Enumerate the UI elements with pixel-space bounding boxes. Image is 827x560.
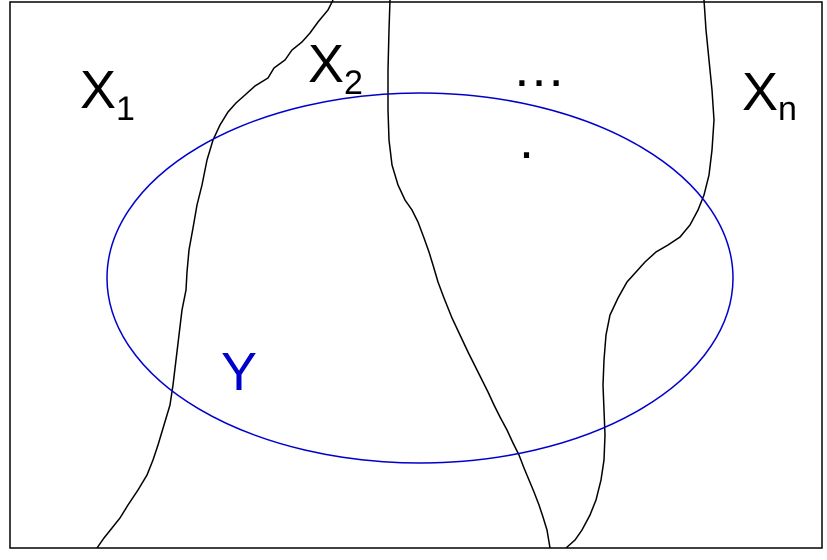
subscript-2: 2 <box>344 64 363 102</box>
region-label-x1: X1 <box>80 60 135 128</box>
ellipsis-label: … <box>512 38 566 98</box>
frame-border <box>9 1 823 549</box>
region-label-x2: X2 <box>308 34 363 102</box>
set-y-ellipse <box>106 92 734 464</box>
partition-line-1 <box>96 0 334 549</box>
partition-line-3 <box>565 0 715 549</box>
region-label-xn: Xn <box>742 62 797 128</box>
dot-label: . <box>519 110 534 170</box>
set-y-label: Y <box>221 342 257 402</box>
partition-line-2 <box>387 0 551 549</box>
subscript-n: n <box>778 90 797 128</box>
subscript-1: 1 <box>116 90 135 128</box>
